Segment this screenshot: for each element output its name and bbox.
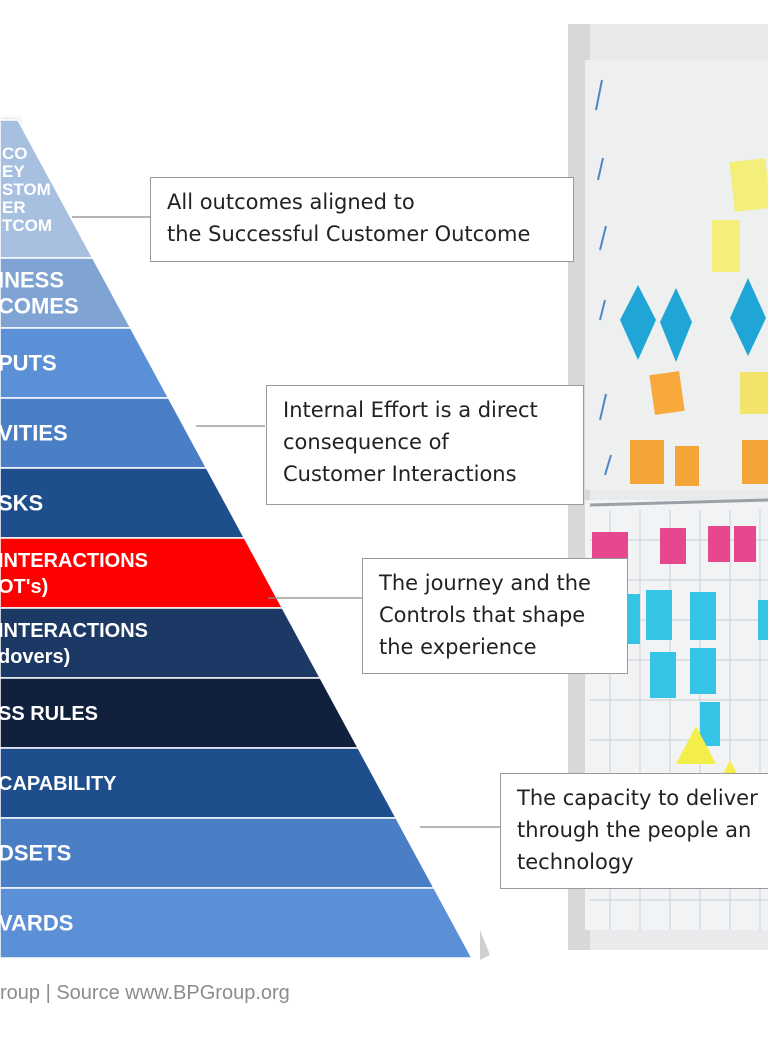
pyramid-level-label: INESS — [0, 268, 64, 293]
callout-line: Customer Interactions — [283, 462, 517, 486]
pyramid — [0, 119, 474, 959]
callout-line: Internal Effort is a direct — [283, 398, 538, 422]
pyramid-level-label: VARDS — [0, 911, 73, 936]
pyramid-level-label: OT's) — [0, 576, 48, 598]
pyramid-level-label: INTERACTIONS — [0, 550, 148, 572]
callout-line: consequence of — [283, 430, 449, 454]
callout-line: the experience — [379, 635, 537, 659]
pyramid-level-label: EY — [2, 162, 25, 181]
pyramid-level-label: SS RULES — [0, 703, 98, 725]
source-footer: roup | Source www.BPGroup.org — [0, 982, 290, 1004]
pyramid-level-label: SKS — [0, 491, 43, 516]
callout-capacity: The capacity to deliver through the peop… — [500, 773, 768, 889]
callout-line: The capacity to deliver — [517, 786, 758, 810]
callout-line: the Successful Customer Outcome — [167, 222, 531, 246]
pyramid-level-label: CAPABILITY — [0, 773, 117, 795]
pyramid-level-label: TCOM — [2, 216, 52, 235]
pyramid-level-label: PUTS — [0, 351, 57, 376]
pyramid-level-label: STOM — [2, 180, 51, 199]
callout-internal-effort: Internal Effort is a direct consequence … — [266, 385, 584, 505]
callout-line: Controls that shape — [379, 603, 586, 627]
callout-line: technology — [517, 850, 634, 874]
pyramid-level-label: ER — [2, 198, 26, 217]
pyramid-level-label: CO — [2, 144, 28, 163]
callout-successful-outcome: All outcomes aligned to the Successful C… — [150, 177, 574, 262]
pyramid-level — [0, 887, 474, 959]
callout-line: All outcomes aligned to — [167, 190, 415, 214]
pyramid-level-label: DSETS — [0, 841, 71, 866]
pyramid-level-label: COMES — [0, 294, 79, 319]
pyramid-level-label: VITIES — [0, 421, 68, 446]
callout-journey-controls: The journey and the Controls that shape … — [362, 558, 628, 674]
callout-line: The journey and the — [379, 571, 591, 595]
callout-line: through the people an — [517, 818, 752, 842]
pyramid-level-label: INTERACTIONS — [0, 620, 148, 642]
connector-lines — [72, 216, 500, 828]
pyramid-level-label: dovers) — [0, 646, 70, 668]
